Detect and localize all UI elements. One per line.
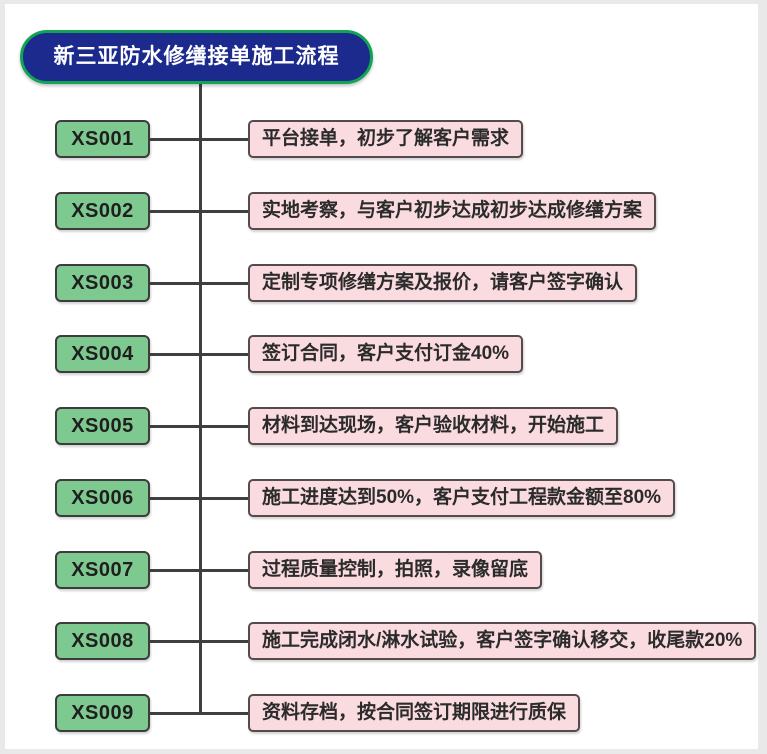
step-desc-node[interactable]: 施工完成闭水/淋水试验，客户签字确认移交，收尾款20% bbox=[248, 622, 757, 660]
step-code-node[interactable]: XS002 bbox=[55, 192, 150, 230]
step-row: XS004 签订合同，客户支付订金40% bbox=[55, 335, 524, 373]
step-row: XS009 资料存档，按合同签订期限进行质保 bbox=[55, 694, 581, 732]
step-desc-node[interactable]: 材料到达现场，客户验收材料，开始施工 bbox=[248, 407, 619, 445]
connector-line bbox=[150, 424, 248, 428]
step-code-node[interactable]: XS004 bbox=[55, 335, 150, 373]
step-desc-node[interactable]: 定制专项修缮方案及报价，请客户签字确认 bbox=[248, 264, 638, 302]
step-desc-node[interactable]: 施工进度达到50%，客户支付工程款金额至80% bbox=[248, 479, 676, 517]
step-row: XS002 实地考察，与客户初步达成初步达成修缮方案 bbox=[55, 192, 657, 230]
step-code-node[interactable]: XS003 bbox=[55, 264, 150, 302]
step-row: XS001 平台接单，初步了解客户需求 bbox=[55, 120, 524, 158]
step-row: XS007 过程质量控制，拍照，录像留底 bbox=[55, 551, 543, 589]
step-row: XS005 材料到达现场，客户验收材料，开始施工 bbox=[55, 407, 619, 445]
flow-title-node[interactable]: 新三亚防水修缮接单施工流程 bbox=[20, 30, 373, 84]
step-desc-node[interactable]: 签订合同，客户支付订金40% bbox=[248, 335, 524, 373]
step-code-node[interactable]: XS007 bbox=[55, 551, 150, 589]
step-code-node[interactable]: XS008 bbox=[55, 622, 150, 660]
connector-line bbox=[150, 568, 248, 572]
step-desc-node[interactable]: 实地考察，与客户初步达成初步达成修缮方案 bbox=[248, 192, 657, 230]
step-code-node[interactable]: XS006 bbox=[55, 479, 150, 517]
step-desc-node[interactable]: 平台接单，初步了解客户需求 bbox=[248, 120, 524, 158]
connector-line bbox=[150, 639, 248, 643]
step-code-node[interactable]: XS005 bbox=[55, 407, 150, 445]
connector-line bbox=[150, 496, 248, 500]
connector-line bbox=[150, 711, 248, 715]
step-row: XS006 施工进度达到50%，客户支付工程款金额至80% bbox=[55, 479, 676, 517]
connector-line bbox=[150, 137, 248, 141]
step-code-node[interactable]: XS009 bbox=[55, 694, 150, 732]
trunk-line bbox=[199, 84, 202, 713]
step-row: XS008 施工完成闭水/淋水试验，客户签字确认移交，收尾款20% bbox=[55, 622, 757, 660]
connector-line bbox=[150, 281, 248, 285]
connector-line bbox=[150, 209, 248, 213]
step-desc-node[interactable]: 资料存档，按合同签订期限进行质保 bbox=[248, 694, 581, 732]
step-row: XS003 定制专项修缮方案及报价，请客户签字确认 bbox=[55, 264, 638, 302]
step-code-node[interactable]: XS001 bbox=[55, 120, 150, 158]
connector-line bbox=[150, 352, 248, 356]
step-desc-node[interactable]: 过程质量控制，拍照，录像留底 bbox=[248, 551, 543, 589]
